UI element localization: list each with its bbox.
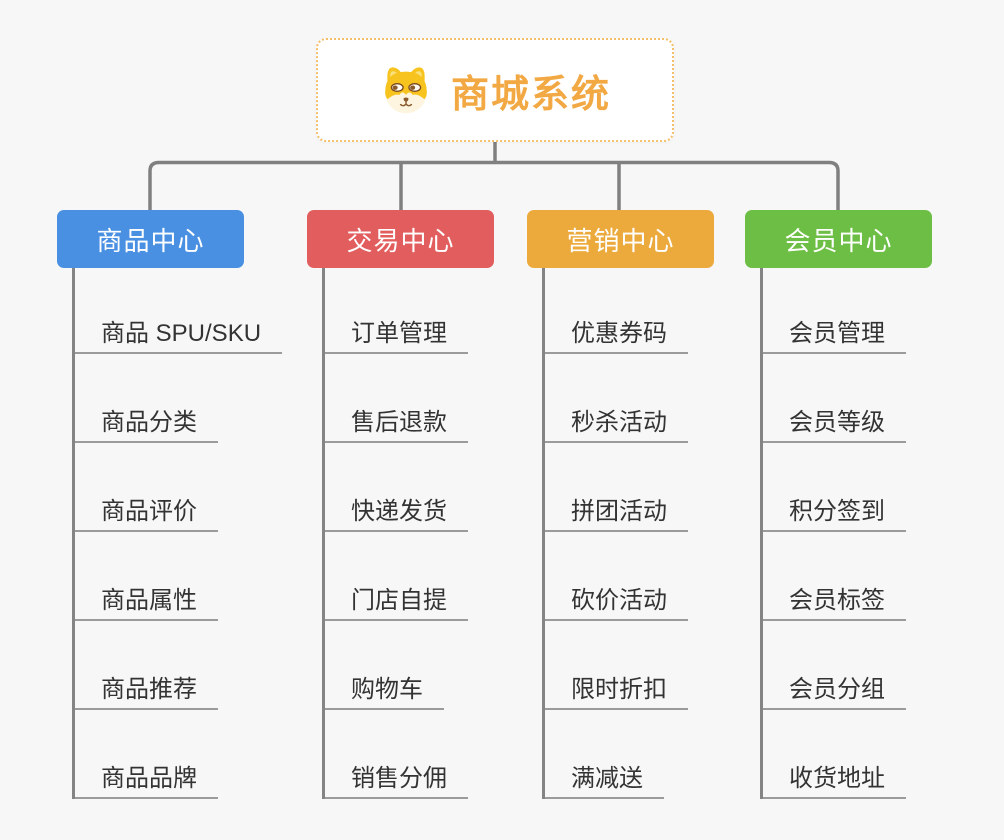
branch-header-label: 营销中心 bbox=[566, 225, 675, 256]
node-label: 砍价活动 bbox=[545, 580, 688, 621]
dog-face-icon bbox=[385, 67, 427, 114]
mindmap-node[interactable]: 积分签到 bbox=[763, 443, 932, 532]
mindmap-node[interactable]: 会员标签 bbox=[763, 532, 932, 621]
node-label: 商品属性 bbox=[75, 580, 218, 621]
mindmap-node[interactable]: 商品评价 bbox=[75, 443, 244, 532]
branch-product-center: 商品中心 商品 SPU/SKU 商品分类 商品评价 商品属性 商品推荐 商品品牌 bbox=[57, 210, 283, 799]
root-node[interactable]: 商城系统 bbox=[316, 38, 674, 142]
mindmap-node[interactable]: 会员管理 bbox=[763, 268, 932, 354]
branch-header-product-center[interactable]: 商品中心 bbox=[57, 210, 244, 268]
node-label: 满减送 bbox=[545, 758, 664, 799]
branch-header-trade-center[interactable]: 交易中心 bbox=[307, 210, 494, 268]
node-label: 销售分佣 bbox=[325, 758, 468, 799]
node-label: 会员管理 bbox=[763, 313, 906, 354]
node-label: 商品品牌 bbox=[75, 758, 218, 799]
branch-marketing-center: 营销中心 优惠券码 秒杀活动 拼团活动 砍价活动 限时折扣 满减送 bbox=[527, 210, 714, 799]
mindmap-node[interactable]: 拼团活动 bbox=[545, 443, 714, 532]
node-label: 优惠券码 bbox=[545, 313, 688, 354]
mindmap-node[interactable]: 商品推荐 bbox=[75, 621, 244, 710]
node-label: 购物车 bbox=[325, 669, 444, 710]
root-node-label: 商城系统 bbox=[450, 73, 611, 116]
node-label: 收货地址 bbox=[763, 758, 906, 799]
branch-header-member-center[interactable]: 会员中心 bbox=[745, 210, 932, 268]
branch-children: 商品 SPU/SKU 商品分类 商品评价 商品属性 商品推荐 商品品牌 bbox=[72, 268, 283, 799]
node-label: 售后退款 bbox=[325, 402, 468, 443]
branch-header-label: 交易中心 bbox=[346, 225, 455, 256]
mindmap-node[interactable]: 售后退款 bbox=[325, 354, 494, 443]
node-label: 秒杀活动 bbox=[545, 402, 688, 443]
node-label: 会员等级 bbox=[763, 402, 906, 443]
node-label: 商品 SPU/SKU bbox=[75, 313, 283, 354]
mindmap-node[interactable]: 销售分佣 bbox=[325, 710, 494, 799]
mindmap-node[interactable]: 快递发货 bbox=[325, 443, 494, 532]
node-label: 会员分组 bbox=[763, 669, 906, 710]
branch-children: 订单管理 售后退款 快递发货 门店自提 购物车 销售分佣 bbox=[322, 268, 494, 799]
node-label: 限时折扣 bbox=[545, 669, 688, 710]
branch-header-label: 商品中心 bbox=[96, 225, 205, 256]
node-label: 门店自提 bbox=[325, 580, 468, 621]
mindmap-node[interactable]: 秒杀活动 bbox=[545, 354, 714, 443]
branch-member-center: 会员中心 会员管理 会员等级 积分签到 会员标签 会员分组 收货地址 bbox=[745, 210, 932, 799]
branch-children: 会员管理 会员等级 积分签到 会员标签 会员分组 收货地址 bbox=[760, 268, 932, 799]
node-label: 会员标签 bbox=[763, 580, 906, 621]
node-label: 快递发货 bbox=[325, 491, 468, 532]
branch-header-marketing-center[interactable]: 营销中心 bbox=[527, 210, 714, 268]
node-label: 积分签到 bbox=[763, 491, 906, 532]
mindmap-node[interactable]: 会员等级 bbox=[763, 354, 932, 443]
node-label: 商品分类 bbox=[75, 402, 218, 443]
node-label: 拼团活动 bbox=[545, 491, 688, 532]
mindmap-node[interactable]: 商品属性 bbox=[75, 532, 244, 621]
node-label: 商品评价 bbox=[75, 491, 218, 532]
mindmap-node[interactable]: 订单管理 bbox=[325, 268, 494, 354]
node-label: 商品推荐 bbox=[75, 669, 218, 710]
mindmap-node[interactable]: 商品 SPU/SKU bbox=[75, 268, 283, 354]
branch-children: 优惠券码 秒杀活动 拼团活动 砍价活动 限时折扣 满减送 bbox=[542, 268, 714, 799]
mindmap-node[interactable]: 商品品牌 bbox=[75, 710, 244, 799]
mindmap-node[interactable]: 商品分类 bbox=[75, 354, 244, 443]
branch-trade-center: 交易中心 订单管理 售后退款 快递发货 门店自提 购物车 销售分佣 bbox=[307, 210, 494, 799]
mindmap-node[interactable]: 满减送 bbox=[545, 710, 714, 799]
mindmap-node[interactable]: 砍价活动 bbox=[545, 532, 714, 621]
node-label: 订单管理 bbox=[325, 313, 468, 354]
mindmap-node[interactable]: 会员分组 bbox=[763, 621, 932, 710]
mindmap-node[interactable]: 优惠券码 bbox=[545, 268, 714, 354]
mindmap-node[interactable]: 收货地址 bbox=[763, 710, 932, 799]
mindmap-node[interactable]: 购物车 bbox=[325, 621, 494, 710]
mindmap-node[interactable]: 限时折扣 bbox=[545, 621, 714, 710]
mindmap-node[interactable]: 门店自提 bbox=[325, 532, 494, 621]
branch-header-label: 会员中心 bbox=[784, 225, 893, 256]
